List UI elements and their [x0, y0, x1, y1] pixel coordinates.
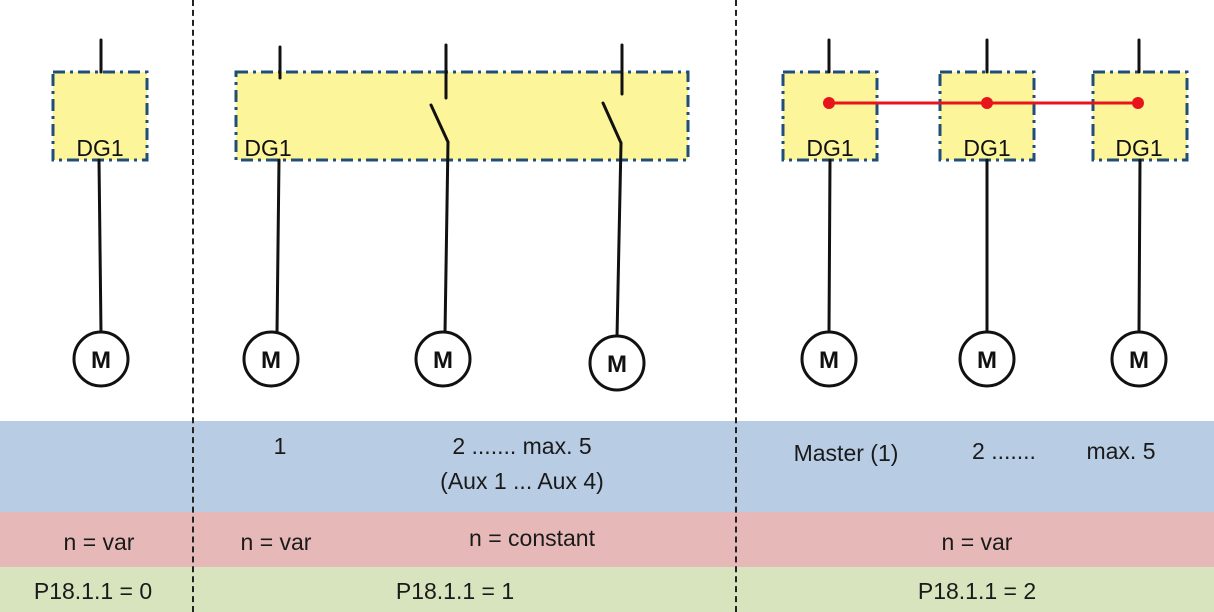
motor-symbol — [958, 330, 1016, 388]
motor-label: M — [433, 347, 453, 374]
motor-symbol — [414, 330, 472, 388]
motor-symbol — [800, 330, 858, 388]
motor-cable — [275, 158, 281, 335]
dg1-block-single — [51, 70, 149, 162]
drive-number-label: 1 — [273, 433, 287, 459]
motor-label: M — [977, 347, 997, 374]
motor-cable — [443, 140, 450, 335]
motor-cable — [615, 141, 623, 339]
drive-count-band — [0, 421, 1214, 512]
speed-mode-label: n = var — [240, 529, 312, 555]
motor-label: M — [261, 347, 281, 374]
speed-mode-label: n = constant — [469, 525, 595, 551]
motor-symbol — [1110, 330, 1168, 388]
parameter-value: P18.1.1 = 0 — [33, 578, 153, 604]
motor-cable — [1137, 158, 1142, 335]
motor-symbol — [72, 330, 130, 388]
speed-mode-label: n = var — [941, 529, 1013, 555]
motor-cable — [827, 158, 832, 335]
motor-cable — [97, 158, 103, 335]
link-node — [981, 97, 993, 109]
drive-range-max-label: max. 5 — [1086, 438, 1156, 464]
speed-mode-label: n = var — [63, 529, 135, 555]
block-label: DG1 — [1115, 135, 1162, 161]
link-node — [1132, 97, 1144, 109]
parameter-band — [0, 567, 1214, 612]
parameter-value: P18.1.1 = 2 — [917, 578, 1037, 604]
block-label: DG1 — [76, 135, 123, 161]
link-node — [823, 97, 835, 109]
motor-label: M — [819, 347, 839, 374]
master-slave-link — [823, 97, 1144, 109]
switch-contact — [601, 101, 623, 145]
parameter-value: P18.1.1 = 1 — [395, 578, 515, 604]
section-divider-2 — [735, 0, 737, 612]
section-divider-1 — [192, 0, 194, 612]
motor-label: M — [91, 347, 111, 374]
switch-contact — [429, 103, 450, 144]
block-label: DG1 — [806, 135, 853, 161]
speed-mode-band — [0, 512, 1214, 567]
block-label: DG1 — [244, 135, 291, 161]
master-label: Master (1) — [793, 440, 899, 466]
motor-symbol — [242, 330, 300, 388]
drive-range-label: 2 ....... max. 5 — [452, 433, 592, 459]
motor-label: M — [607, 351, 627, 378]
dg1-block-slave-3 — [1091, 70, 1189, 162]
motor-symbol — [588, 334, 646, 392]
dg1-block-group — [234, 70, 690, 162]
block-label: DG1 — [963, 135, 1010, 161]
motor-label: M — [1129, 347, 1149, 374]
drive-range-start-label: 2 ....... — [972, 438, 1036, 464]
aux-range-label: (Aux 1 ... Aux 4) — [440, 468, 604, 494]
